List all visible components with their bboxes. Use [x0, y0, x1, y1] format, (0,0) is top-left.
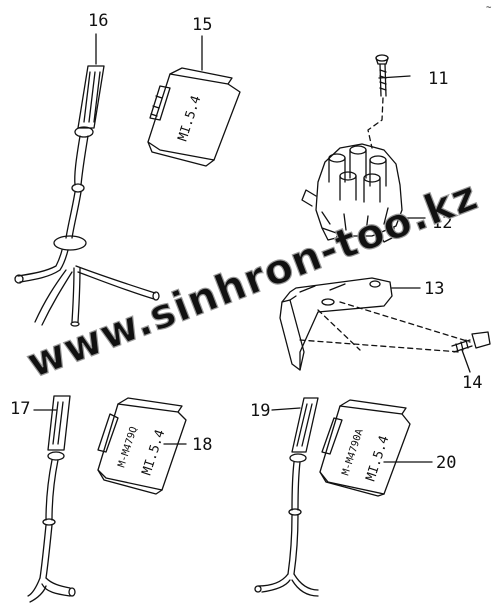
callout-18: 18: [192, 435, 212, 455]
module-20-marking: MI.5.4: [364, 434, 393, 483]
callout-13: 13: [424, 279, 444, 299]
ignition-wire-16[interactable]: [14, 65, 160, 327]
ecu-module-18[interactable]: [97, 397, 187, 495]
callout-11: 11: [428, 69, 448, 89]
ecu-module-15[interactable]: [147, 67, 241, 167]
module-18-marking: MI.5.4: [140, 428, 169, 477]
ignition-wire-19[interactable]: [254, 397, 319, 597]
callout-12: 12: [432, 213, 452, 233]
module-20-code: M-M4790A: [340, 428, 365, 477]
screw-14[interactable]: [451, 331, 491, 373]
module-15-marking: MI.5.4: [176, 94, 205, 143]
ecu-module-20[interactable]: [319, 399, 433, 497]
callout-17: 17: [10, 399, 30, 419]
callout-15: 15: [192, 15, 212, 35]
bracket-13[interactable]: [279, 277, 421, 371]
bolt-11[interactable]: [375, 54, 411, 97]
corner-mark: ~: [486, 3, 492, 13]
callout-14: 14: [462, 373, 482, 393]
callout-20: 20: [436, 453, 456, 473]
callout-16: 16: [88, 11, 108, 31]
ignition-wire-17[interactable]: [27, 395, 76, 603]
callout-19: 19: [250, 401, 270, 421]
distributor-cap-12[interactable]: [301, 143, 426, 243]
module-18-code: M-M479Q: [116, 425, 139, 468]
watermark: www.sinhron-too.kz: [20, 171, 484, 387]
